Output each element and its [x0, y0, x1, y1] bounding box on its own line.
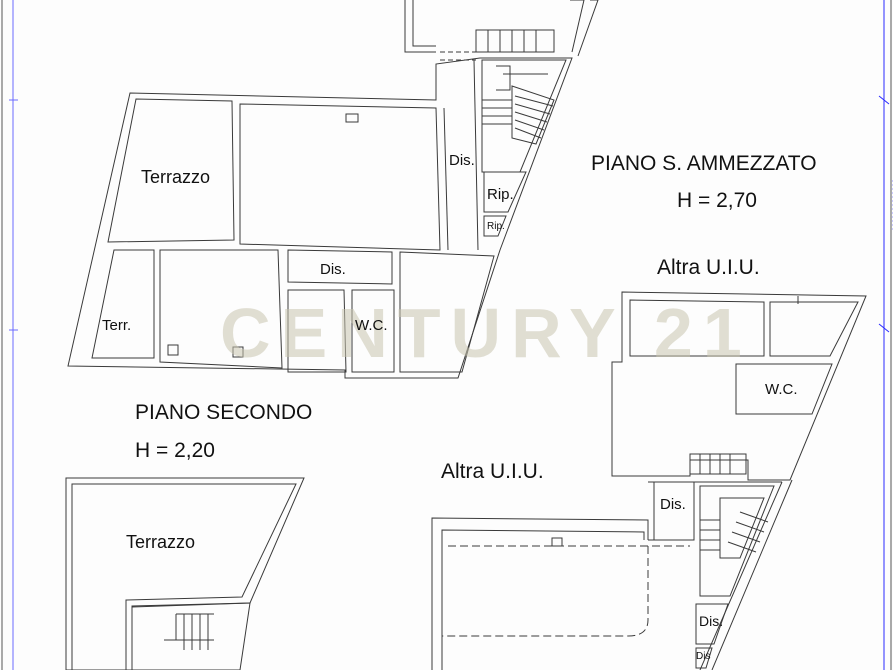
- floor-title-ammezzato: PIANO S. AMMEZZATO: [591, 152, 817, 175]
- room-rip-1: Rip.: [487, 186, 514, 203]
- other-unit-label-lower: Altra U.I.U.: [441, 460, 544, 483]
- floor-title-secondo: PIANO SECONDO: [135, 401, 313, 424]
- floor-height-secondo: H = 2,20: [135, 439, 215, 462]
- other-unit-label-upper: Altra U.I.U.: [657, 256, 760, 279]
- room-rip-2: Rip.: [487, 221, 505, 232]
- room-dis-mid: Dis.: [320, 261, 346, 278]
- room-terrazzo-top: Terrazzo: [141, 167, 211, 187]
- room-dis-top: Dis.: [449, 152, 475, 169]
- watermark: CENTURY 21: [220, 294, 752, 372]
- dimension-lines: [9, 0, 893, 670]
- room-wc-right: W.C.: [765, 381, 798, 398]
- room-dis-bottom: Dis.: [699, 613, 724, 629]
- room-dis-right: Dis.: [660, 496, 686, 513]
- room-wc-left: W.C.: [355, 317, 388, 334]
- room-dis-bottom-small: Dis: [696, 651, 711, 662]
- room-terrazzo-bottom: Terrazzo: [126, 532, 196, 552]
- room-terr: Terr.: [102, 317, 132, 334]
- floor-height-ammezzato: H = 2,70: [677, 189, 757, 212]
